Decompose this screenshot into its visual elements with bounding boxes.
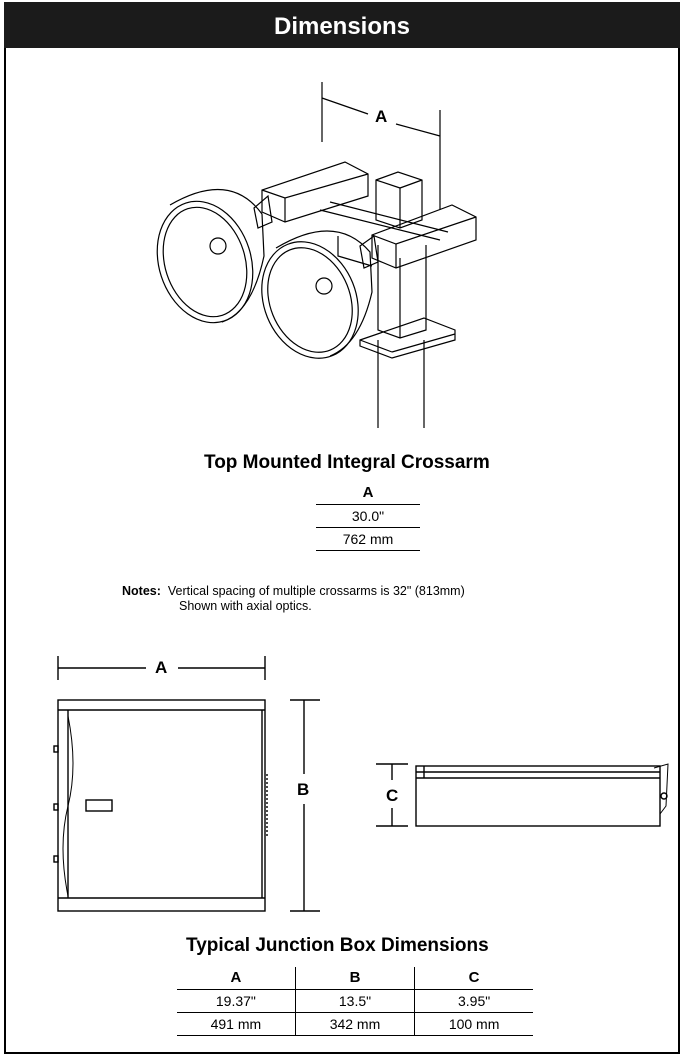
notes-line: Shown with axial optics. xyxy=(179,599,312,613)
notes-label: Notes: xyxy=(122,584,161,598)
junction-box-table: A B C 19.37" 13.5" 3.95" 491 mm 342 mm 1… xyxy=(177,967,533,1036)
notes-line: Vertical spacing of multiple crossarms i… xyxy=(167,584,465,598)
junction-box-table-cell: 19.37" xyxy=(177,989,296,1013)
crossarm-table-header: A xyxy=(316,482,420,505)
crossarm-drawing xyxy=(156,82,477,428)
junction-box-table-cell: 491 mm xyxy=(177,1012,296,1036)
junction-box-dimension-c: C xyxy=(386,786,399,805)
crossarm-table: A 30.0" 762 mm xyxy=(316,482,420,551)
junction-box-title: Typical Junction Box Dimensions xyxy=(186,935,489,956)
junction-box-table-cell: 100 mm xyxy=(414,1012,533,1036)
page-title: Dimensions xyxy=(4,2,680,48)
junction-box-table-header: C xyxy=(414,967,533,990)
crossarm-table-cell: 30.0" xyxy=(316,504,420,528)
crossarm-title: Top Mounted Integral Crossarm xyxy=(204,452,490,473)
junction-box-table-header: B xyxy=(295,967,416,990)
junction-box-table-cell: 342 mm xyxy=(295,1012,416,1036)
junction-box-table-cell: 13.5" xyxy=(295,989,416,1013)
junction-box-table-cell: 3.95" xyxy=(414,989,533,1013)
crossarm-dimension-a: A xyxy=(375,107,388,126)
crossarm-table-cell: 762 mm xyxy=(316,527,420,551)
notes: Notes: Vertical spacing of multiple cros… xyxy=(122,584,465,614)
junction-box-dimension-b: B xyxy=(297,780,310,799)
junction-box-dimension-a: A xyxy=(155,658,168,677)
junction-box-drawing xyxy=(53,656,669,912)
junction-box-table-header: A xyxy=(177,967,296,990)
